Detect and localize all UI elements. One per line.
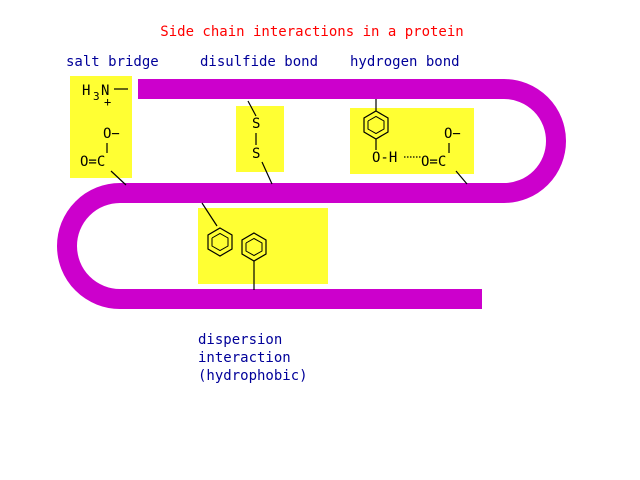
dispersion-label-line-1: dispersion bbox=[198, 332, 282, 348]
hydrogen-bond-label: hydrogen bond bbox=[350, 54, 460, 70]
disulfide-bond-label: disulfide bond bbox=[200, 54, 318, 70]
dispersion-label-line-3: (hydrophobic) bbox=[198, 368, 308, 384]
sulfur-bottom: S bbox=[252, 146, 260, 162]
ammonium-n: N bbox=[101, 83, 109, 99]
disulfide-top-bond bbox=[247, 100, 257, 117]
carbonyl-text: O=C bbox=[421, 154, 446, 170]
dispersion-group bbox=[201, 202, 267, 290]
ammonium-text: H bbox=[82, 83, 90, 99]
carboxylate-o-minus-1: O− bbox=[103, 126, 120, 142]
hydrogen-bond-group: O-H O=C O− bbox=[363, 99, 468, 185]
carboxylate-backbone-bond-2 bbox=[455, 170, 468, 185]
hydroxyl-text: O-H bbox=[372, 150, 397, 166]
phenyl-ring-1-inner bbox=[211, 232, 229, 252]
dispersion-box bbox=[198, 208, 328, 284]
protein-backbone bbox=[57, 79, 566, 309]
salt-bridge-group: H 3 N + O− O=C bbox=[80, 83, 128, 186]
ammonium-subscript: 3 bbox=[93, 90, 100, 103]
phenol-ring-inner bbox=[367, 115, 385, 135]
phenyl-ring-2-inner bbox=[245, 237, 263, 257]
disulfide-bottom-bond bbox=[261, 161, 273, 185]
dispersion-label-line-2: interaction bbox=[198, 350, 291, 366]
diagram-title: Side chain interactions in a protein bbox=[160, 24, 463, 40]
disulfide-box bbox=[236, 106, 284, 172]
phenyl-ring-1 bbox=[207, 227, 233, 257]
salt-bridge-label: salt bridge bbox=[66, 54, 159, 70]
disulfide-group: S S bbox=[247, 100, 273, 185]
carboxylate-o-minus-2: O− bbox=[444, 126, 461, 142]
carboxylate-oc-1: O=C bbox=[80, 154, 105, 170]
salt-bridge-box bbox=[70, 76, 132, 178]
carboxylate-backbone-bond-1 bbox=[110, 170, 127, 186]
ammonium-plus: + bbox=[104, 95, 111, 109]
phenyl-1-backbone-bond bbox=[201, 202, 218, 227]
sulfur-top: S bbox=[252, 116, 260, 132]
svg-text:H: H bbox=[82, 83, 90, 99]
